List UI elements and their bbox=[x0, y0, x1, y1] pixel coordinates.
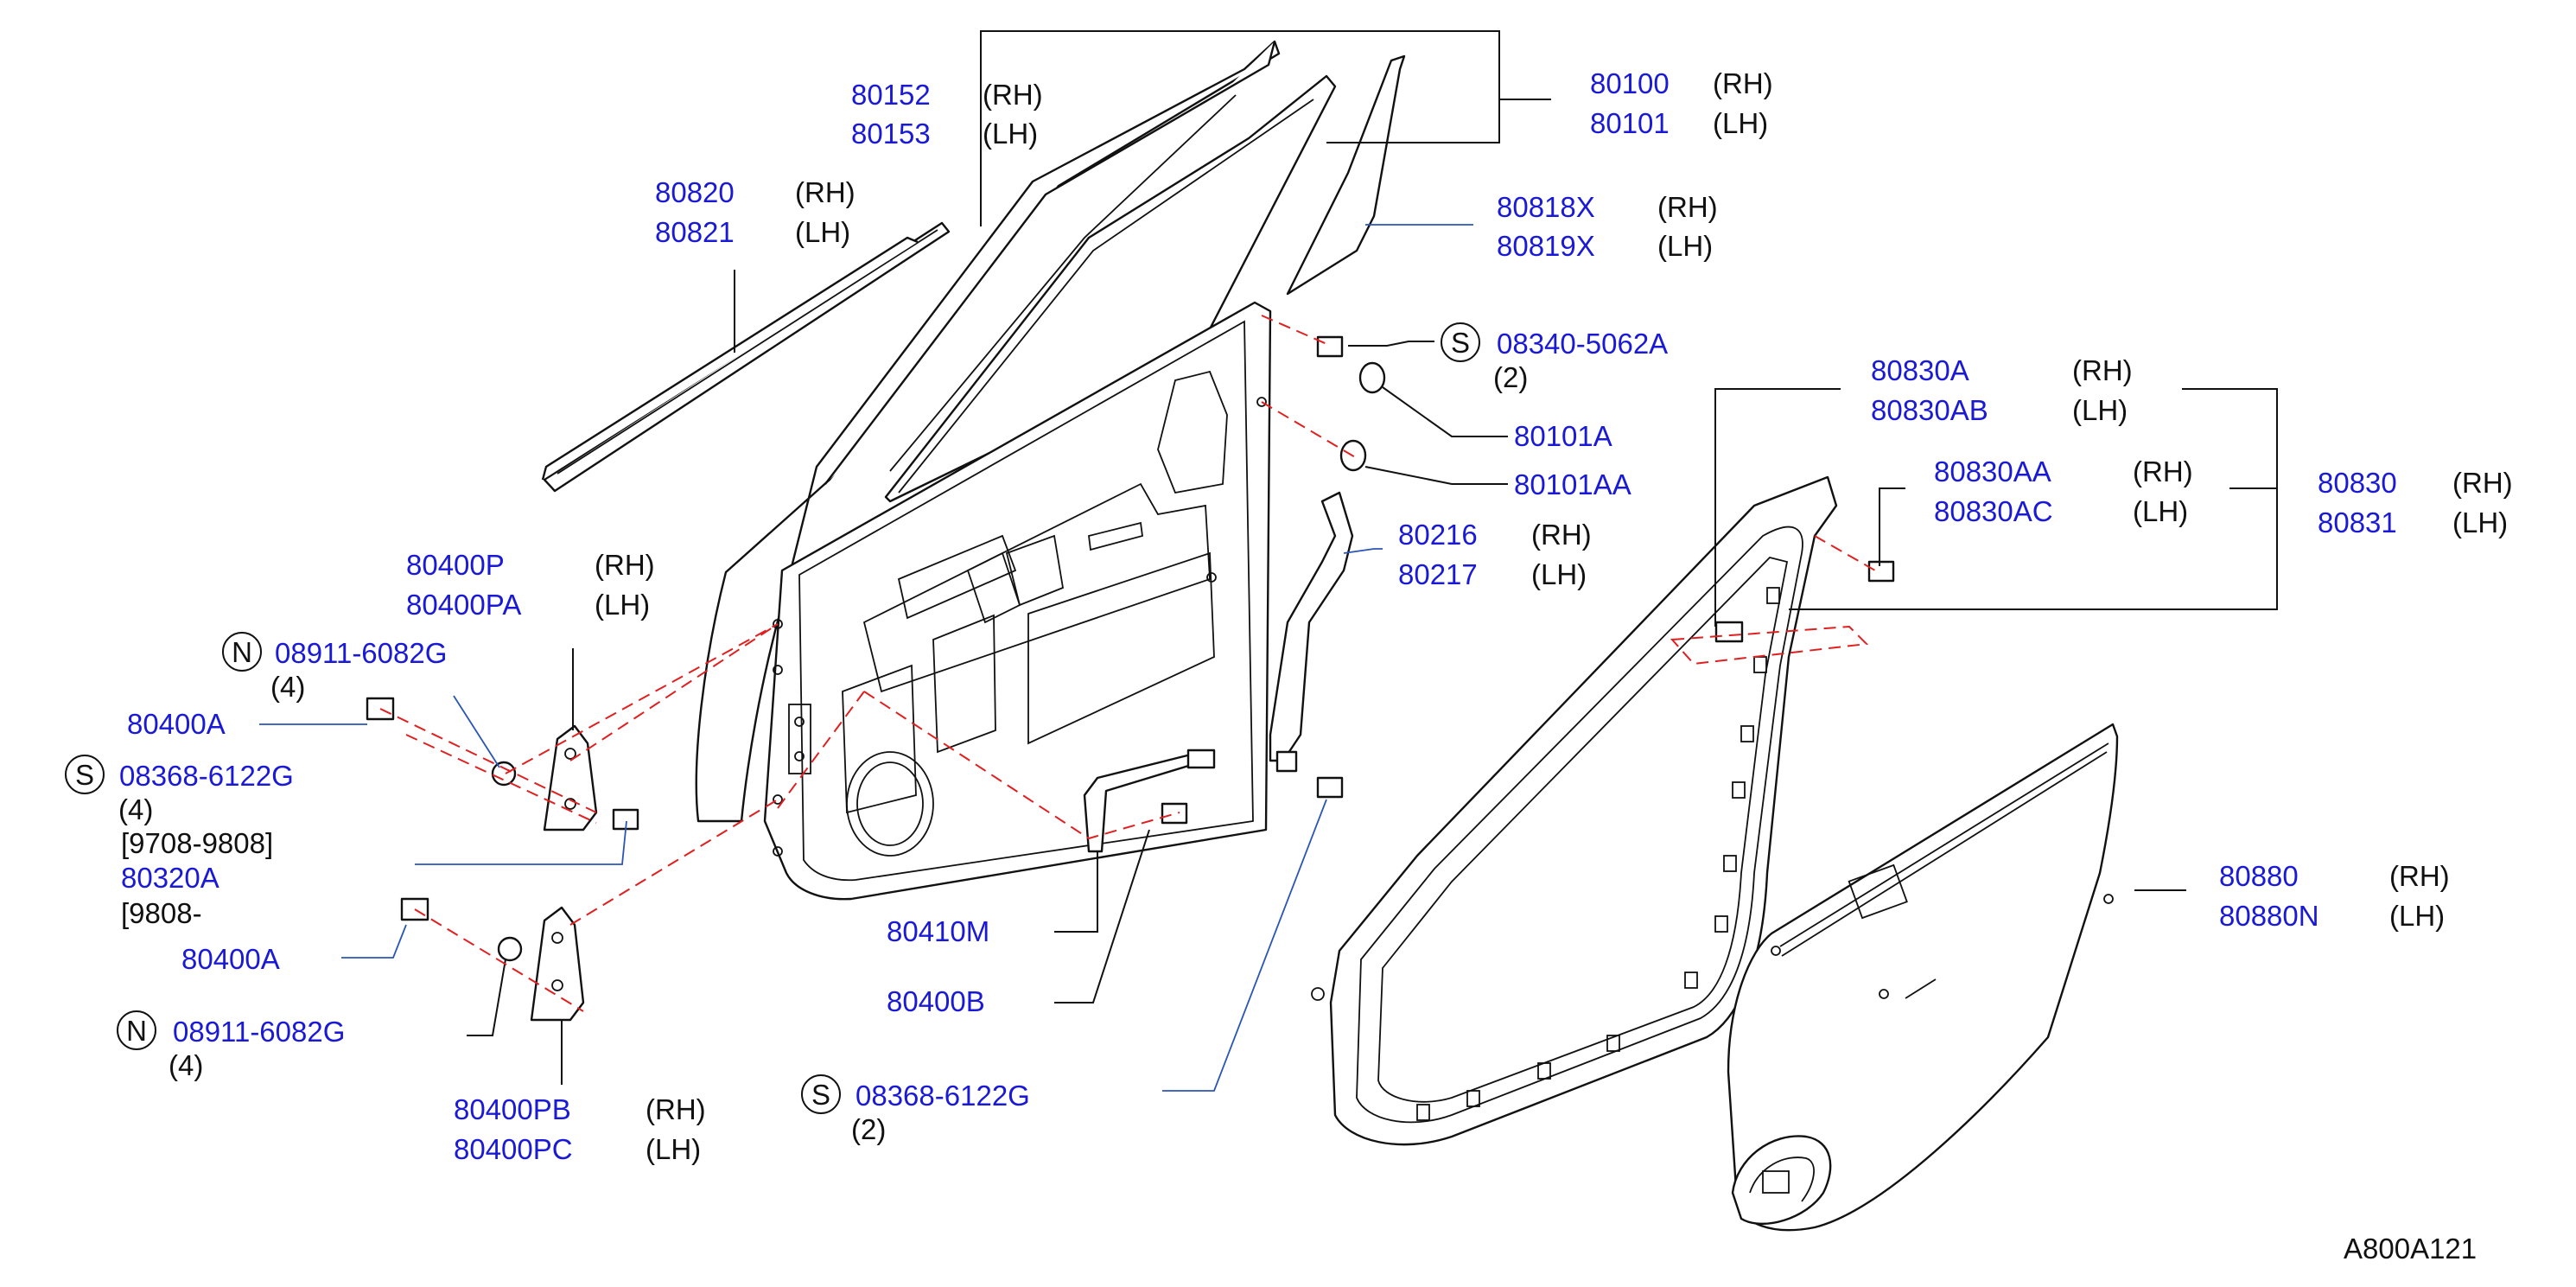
label-08911-6082g-b: 08911-6082G bbox=[173, 1016, 345, 1048]
qty-08911b: (4) bbox=[169, 1049, 203, 1081]
outer-moulding bbox=[541, 221, 951, 493]
label-80830ab-side: (LH) bbox=[2072, 394, 2128, 426]
s-circle-08368a bbox=[65, 755, 105, 794]
label-80831: 80831 bbox=[2318, 507, 2397, 538]
label-80818x: 80818X bbox=[1497, 191, 1595, 223]
s-circle-08340 bbox=[1441, 322, 1480, 362]
clip-80830aa bbox=[1867, 560, 1895, 583]
label-80217: 80217 bbox=[1398, 558, 1478, 590]
label-80819x-side: (LH) bbox=[1657, 230, 1713, 262]
s-prefix-08368a: S bbox=[75, 759, 94, 791]
label-80400pc: 80400PC bbox=[454, 1133, 573, 1165]
label-80101: 80101 bbox=[1590, 107, 1670, 139]
label-80400pa-side: (LH) bbox=[595, 589, 650, 621]
grommet-80101a bbox=[1358, 361, 1386, 394]
s-prefix-08368b: S bbox=[811, 1079, 830, 1111]
label-80831-side: (LH) bbox=[2452, 507, 2508, 538]
label-80830ab: 80830AB bbox=[1871, 394, 1988, 426]
label-80818x-side: (RH) bbox=[1657, 191, 1718, 223]
label-80880: 80880 bbox=[2219, 860, 2299, 892]
label-80101aa: 80101AA bbox=[1514, 468, 1631, 500]
bolt-80400a-upper bbox=[366, 697, 395, 721]
door-inner-panel bbox=[763, 301, 1272, 901]
label-80821: 80821 bbox=[655, 216, 735, 248]
label-80100-side: (RH) bbox=[1713, 67, 1773, 99]
qty-08911a: (4) bbox=[270, 671, 305, 703]
qty-08340: (2) bbox=[1493, 361, 1528, 393]
label-80820-side: (RH) bbox=[795, 176, 855, 208]
label-80320a: 80320A bbox=[121, 862, 219, 894]
n-prefix-08911b: N bbox=[126, 1015, 147, 1047]
label-80400pc-side: (LH) bbox=[646, 1133, 701, 1165]
n-prefix-08911a: N bbox=[232, 636, 252, 668]
label-80100: 80100 bbox=[1590, 67, 1670, 99]
label-80400pb: 80400PB bbox=[454, 1093, 571, 1125]
label-80830a-side: (RH) bbox=[2072, 354, 2133, 386]
label-80819x: 80819X bbox=[1497, 230, 1595, 262]
label-80101-side: (LH) bbox=[1713, 107, 1768, 139]
label-80101a: 80101A bbox=[1514, 420, 1612, 452]
label-08911-6082g-a: 08911-6082G bbox=[275, 637, 447, 669]
nut-upper bbox=[491, 761, 517, 787]
label-80400p-side: (RH) bbox=[595, 549, 655, 581]
label-80830-side: (RH) bbox=[2452, 467, 2513, 499]
screw-08340 bbox=[1316, 335, 1344, 358]
lower-hinge bbox=[530, 906, 585, 1022]
label-08340-5062a: 08340-5062A bbox=[1497, 328, 1668, 360]
nut-lower bbox=[497, 936, 523, 962]
label-80830aa: 80830AA bbox=[1934, 456, 2051, 487]
qty-08368b: (2) bbox=[851, 1113, 886, 1145]
door-weatherstrip bbox=[1311, 475, 1838, 1146]
figure-code: A800A121 bbox=[2344, 1233, 2477, 1265]
bolt-08368-b bbox=[1316, 776, 1344, 799]
label-80830ac-side: (LH) bbox=[2133, 495, 2188, 527]
fasteners bbox=[366, 335, 1895, 962]
label-80830: 80830 bbox=[2318, 467, 2397, 499]
label-80830ac: 80830AC bbox=[1934, 495, 2053, 527]
label-80410m: 80410M bbox=[887, 915, 989, 947]
assembly-dashed-lines bbox=[379, 315, 1876, 1012]
label-08368-6122g-b: 08368-6122G bbox=[855, 1080, 1030, 1112]
label-80400a-1: 80400A bbox=[127, 708, 226, 740]
door-check-link bbox=[1083, 749, 1216, 853]
leader-lines bbox=[259, 30, 2278, 1092]
label-80152-side: (RH) bbox=[983, 79, 1043, 111]
glass-run-channel bbox=[1286, 54, 1406, 296]
label-80152: 80152 bbox=[851, 79, 931, 111]
s-circle-08368b bbox=[801, 1074, 841, 1114]
n-circle-08911b bbox=[117, 1010, 156, 1050]
label-80820: 80820 bbox=[655, 176, 735, 208]
clip-80830a bbox=[1714, 621, 1744, 643]
label-80400a-2: 80400A bbox=[181, 943, 280, 975]
qty-08368a: (4) bbox=[118, 793, 153, 825]
label-80153-side: (LH) bbox=[983, 118, 1038, 150]
label-80153: 80153 bbox=[851, 118, 931, 150]
label-80216: 80216 bbox=[1398, 519, 1478, 551]
date-range-1: [9708-9808] bbox=[121, 827, 273, 859]
label-80400b: 80400B bbox=[887, 985, 985, 1017]
label-80400p: 80400P bbox=[406, 549, 505, 581]
door-sash-frame bbox=[695, 40, 1337, 823]
label-80400pa: 80400PA bbox=[406, 589, 521, 621]
label-80821-side: (LH) bbox=[795, 216, 850, 248]
label-80217-side: (LH) bbox=[1531, 558, 1587, 590]
label-08368-6122g-a: 08368-6122G bbox=[119, 760, 294, 792]
date-range-2: [9808- bbox=[121, 897, 202, 929]
label-80400pb-side: (RH) bbox=[646, 1093, 706, 1125]
label-80880-side: (RH) bbox=[2389, 860, 2450, 892]
label-80880n-side: (LH) bbox=[2389, 900, 2445, 932]
door-trim-panel bbox=[1727, 723, 2119, 1232]
sash-bracket bbox=[1269, 491, 1354, 773]
label-80216-side: (RH) bbox=[1531, 519, 1592, 551]
label-80830aa-side: (RH) bbox=[2133, 456, 2193, 487]
n-circle-08911a bbox=[222, 632, 262, 672]
label-80880n: 80880N bbox=[2219, 900, 2319, 932]
s-prefix-08340: S bbox=[1451, 327, 1470, 359]
bolt-80400b bbox=[1161, 802, 1188, 825]
upper-hinge bbox=[543, 724, 598, 831]
label-80830a: 80830A bbox=[1871, 354, 1969, 386]
